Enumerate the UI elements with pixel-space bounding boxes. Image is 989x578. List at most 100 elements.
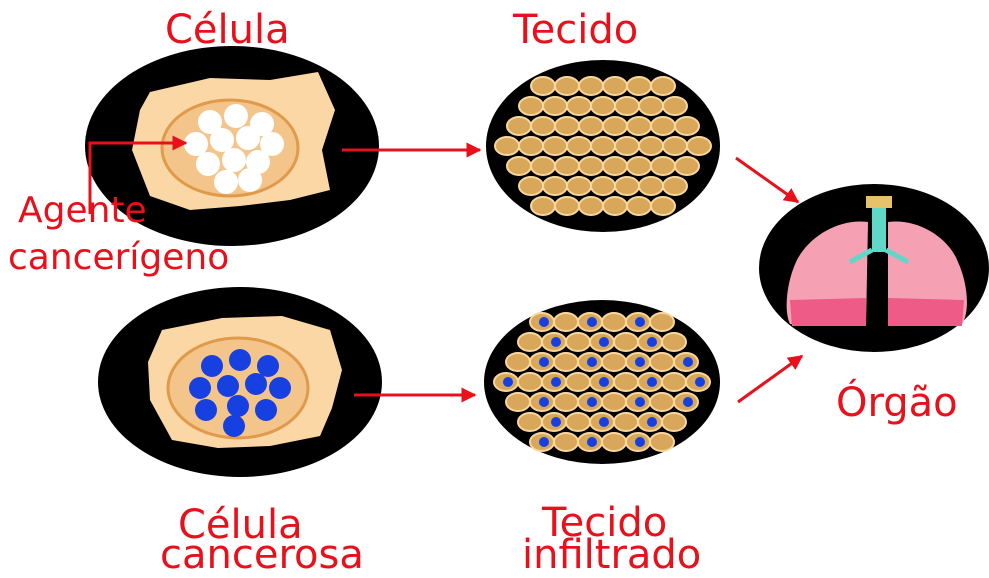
tissue-cell	[566, 373, 590, 391]
infiltrating-nucleus	[587, 437, 597, 447]
tissue-cell	[518, 413, 542, 431]
tissue-cell	[555, 77, 579, 95]
infiltrating-nucleus	[599, 417, 609, 427]
healthy-nucleus	[236, 126, 260, 150]
tissue-cell	[627, 117, 651, 135]
tissue-cell	[651, 157, 675, 175]
tissue-cell	[603, 197, 627, 215]
tissue-cell	[567, 97, 591, 115]
infiltrating-nucleus	[539, 437, 549, 447]
tissue-cell	[591, 177, 615, 195]
healthy-nucleus	[222, 148, 246, 172]
tissue-cell	[627, 197, 651, 215]
tissue-cell	[675, 157, 699, 175]
tissue-cell	[554, 353, 578, 371]
tissue-cell	[651, 117, 675, 135]
tissue-cell	[555, 117, 579, 135]
infiltrating-nucleus	[683, 357, 693, 367]
cancer-nucleus	[269, 377, 291, 399]
tissue-cell	[519, 137, 543, 155]
infiltrating-nucleus	[599, 377, 609, 387]
infiltrating-nucleus	[503, 377, 513, 387]
infiltrating-nucleus	[551, 377, 561, 387]
tissue-cell	[507, 157, 531, 175]
infiltrating-nucleus	[587, 397, 597, 407]
cancer-cell-icon	[98, 287, 382, 477]
tissue-cell	[519, 97, 543, 115]
tissue-cell	[543, 97, 567, 115]
infiltrating-nucleus	[635, 397, 645, 407]
tissue-cell	[662, 333, 686, 351]
infiltrating-nucleus	[647, 337, 657, 347]
tissue-cell	[506, 353, 530, 371]
lungs-icon	[759, 184, 989, 352]
tissue-cell	[687, 137, 711, 155]
tissue-cell	[579, 157, 603, 175]
label-tecido: Tecido	[513, 10, 638, 50]
tissue-cell	[639, 177, 663, 195]
arrow-infiltrated-to-organ	[738, 356, 802, 402]
infiltrating-nucleus	[635, 357, 645, 367]
tissue-cell	[543, 177, 567, 195]
tissue-cell	[650, 393, 674, 411]
infiltrating-nucleus	[635, 317, 645, 327]
label-tecido-infiltrado-line2: infiltrado	[522, 535, 701, 575]
infiltrating-nucleus	[599, 337, 609, 347]
tissue-cell	[518, 333, 542, 351]
tissue-cell	[663, 137, 687, 155]
tissue-cell	[615, 97, 639, 115]
tissue-cell	[627, 77, 651, 95]
tissue-icon	[486, 60, 720, 232]
arrow-tissue-to-organ	[736, 158, 798, 202]
infiltrating-nucleus	[587, 317, 597, 327]
tissue-cell	[566, 413, 590, 431]
infiltrating-nucleus	[647, 377, 657, 387]
healthy-nucleus	[210, 128, 234, 152]
tissue-cell	[579, 77, 603, 95]
tissue-cell	[543, 137, 567, 155]
healthy-nucleus	[238, 168, 262, 192]
tissue-cell	[639, 137, 663, 155]
infiltrating-nucleus	[683, 397, 693, 407]
tissue-cell	[531, 197, 555, 215]
infiltrating-nucleus	[551, 417, 561, 427]
tissue-cell	[554, 313, 578, 331]
tissue-cell	[639, 97, 663, 115]
tissue-cell	[614, 333, 638, 351]
tissue-cell	[518, 373, 542, 391]
cancer-nucleus	[201, 355, 223, 377]
tissue-cell	[662, 413, 686, 431]
infiltrating-nucleus	[539, 357, 549, 367]
tissue-cell	[579, 117, 603, 135]
tissue-cell	[566, 333, 590, 351]
cancer-nucleus	[245, 373, 267, 395]
tissue-cell	[591, 137, 615, 155]
healthy-nucleus	[184, 132, 208, 156]
tissue-cell	[555, 197, 579, 215]
tissue-cell	[602, 313, 626, 331]
tissue-cell	[519, 177, 543, 195]
cancer-nucleus	[229, 349, 251, 371]
tissue-cell	[662, 373, 686, 391]
tissue-cell	[615, 177, 639, 195]
healthy-nucleus	[214, 170, 238, 194]
tissue-cell	[602, 433, 626, 451]
tissue-cell	[614, 413, 638, 431]
infiltrating-nucleus	[539, 397, 549, 407]
tissue-cell	[555, 157, 579, 175]
tissue-cell	[591, 97, 615, 115]
label-cancerigeno: cancerígeno	[8, 240, 229, 276]
tissue-cell	[579, 197, 603, 215]
tissue-cell	[602, 353, 626, 371]
tissue-cell	[602, 393, 626, 411]
cancer-nucleus	[195, 399, 217, 421]
tissue-cell	[603, 77, 627, 95]
tissue-cell	[554, 433, 578, 451]
healthy-nucleus	[224, 104, 248, 128]
tissue-cell	[663, 177, 687, 195]
tissue-cell	[531, 157, 555, 175]
cancer-nucleus	[189, 377, 211, 399]
tissue-cell	[614, 373, 638, 391]
tissue-cell	[651, 77, 675, 95]
